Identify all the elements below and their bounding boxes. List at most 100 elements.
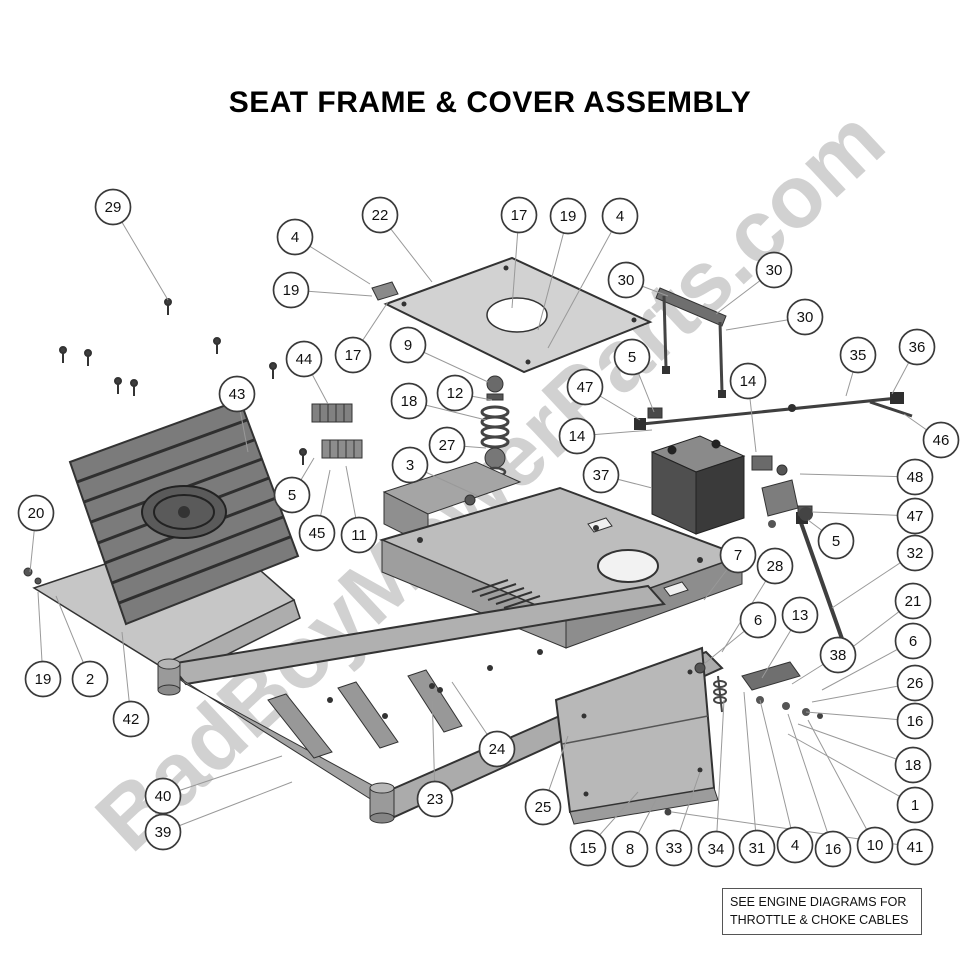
callout-47: 47 (566, 368, 604, 406)
callout-39: 39 (144, 813, 182, 851)
callout-45: 45 (298, 514, 336, 552)
svg-text:4: 4 (291, 229, 299, 246)
callout-42: 42 (112, 700, 150, 738)
callout-16: 16 (814, 830, 852, 868)
svg-text:20: 20 (28, 505, 45, 522)
svg-text:4: 4 (616, 208, 624, 225)
seat-plate (371, 256, 653, 374)
svg-text:37: 37 (593, 467, 610, 484)
callout-30: 30 (786, 298, 824, 336)
svg-text:36: 36 (909, 339, 926, 356)
callout-28: 28 (756, 547, 794, 585)
svg-text:6: 6 (909, 633, 917, 650)
svg-text:16: 16 (825, 841, 842, 858)
callout-13: 13 (781, 596, 819, 634)
callout-27: 27 (428, 426, 466, 464)
rear-panel (554, 646, 719, 825)
callout-5: 5 (613, 338, 651, 376)
svg-text:28: 28 (767, 558, 784, 575)
svg-text:19: 19 (35, 671, 52, 688)
svg-text:47: 47 (907, 508, 924, 525)
callout-35: 35 (839, 336, 877, 374)
leader-line-48 (799, 473, 916, 478)
svg-text:33: 33 (666, 840, 683, 857)
callout-36: 36 (898, 328, 936, 366)
svg-text:1: 1 (911, 797, 919, 814)
callout-15: 15 (569, 829, 607, 867)
svg-text:32: 32 (907, 545, 924, 562)
callout-21: 21 (894, 582, 932, 620)
svg-text:45: 45 (309, 525, 326, 542)
callout-20: 20 (17, 494, 55, 532)
svg-text:46: 46 (933, 432, 950, 449)
seat-spring-assembly (480, 375, 510, 486)
svg-text:26: 26 (907, 675, 924, 692)
svg-text:38: 38 (830, 647, 847, 664)
right-mid-hardware (647, 407, 813, 528)
callout-7: 7 (719, 536, 757, 574)
svg-text:17: 17 (511, 207, 528, 224)
svg-text:6: 6 (754, 612, 762, 629)
svg-text:11: 11 (351, 527, 367, 544)
callout-11: 11 (340, 516, 378, 554)
svg-text:18: 18 (401, 393, 418, 410)
svg-text:25: 25 (535, 799, 552, 816)
leader-line-16 (787, 713, 834, 850)
mounting-screws (59, 298, 307, 465)
svg-text:5: 5 (832, 533, 840, 550)
svg-text:39: 39 (155, 824, 172, 841)
page-title: SEAT FRAME & COVER ASSEMBLY (228, 86, 752, 119)
svg-text:24: 24 (489, 741, 506, 758)
svg-text:29: 29 (105, 199, 122, 216)
callout-9: 9 (389, 326, 427, 364)
callout-5: 5 (273, 476, 311, 514)
svg-text:31: 31 (749, 840, 766, 857)
callout-23: 23 (416, 780, 454, 818)
callout-48: 48 (896, 458, 934, 496)
svg-text:34: 34 (708, 841, 725, 858)
svg-text:7: 7 (734, 547, 742, 564)
callout-29: 29 (94, 188, 132, 226)
svg-text:19: 19 (560, 208, 577, 225)
leader-line-10 (807, 719, 876, 846)
callout-3: 3 (391, 446, 429, 484)
callout-14: 14 (558, 417, 596, 455)
svg-text:27: 27 (439, 437, 456, 454)
svg-text:16: 16 (907, 713, 924, 730)
leader-line-19 (537, 215, 569, 331)
svg-text:2: 2 (86, 671, 94, 688)
callout-18: 18 (894, 746, 932, 784)
battery-hold-down (655, 287, 727, 398)
callout-24: 24 (478, 730, 516, 768)
callout-12: 12 (436, 374, 474, 412)
callout-16: 16 (896, 702, 934, 740)
svg-text:43: 43 (229, 386, 246, 403)
callout-19: 19 (549, 197, 587, 235)
svg-text:5: 5 (288, 487, 296, 504)
callout-6: 6 (894, 622, 932, 660)
leader-line-31 (743, 691, 758, 849)
callout-26: 26 (896, 664, 934, 702)
svg-text:14: 14 (740, 373, 757, 390)
callout-14: 14 (729, 362, 767, 400)
leader-line-4 (759, 699, 796, 846)
svg-text:42: 42 (123, 711, 140, 728)
callout-34: 34 (697, 830, 735, 868)
svg-text:13: 13 (792, 607, 809, 624)
leader-line-39 (162, 781, 293, 833)
callout-17: 17 (500, 196, 538, 234)
svg-text:35: 35 (850, 347, 867, 364)
callout-40: 40 (144, 777, 182, 815)
callout-6: 6 (739, 601, 777, 639)
callout-43: 43 (218, 375, 256, 413)
svg-text:47: 47 (577, 379, 594, 396)
svg-text:30: 30 (797, 309, 814, 326)
svg-text:40: 40 (155, 788, 172, 805)
callout-31: 31 (738, 829, 776, 867)
battery (650, 435, 746, 535)
leader-line-4 (547, 215, 621, 349)
svg-text:22: 22 (372, 207, 389, 224)
callout-4: 4 (776, 826, 814, 864)
svg-text:30: 30 (766, 262, 783, 279)
